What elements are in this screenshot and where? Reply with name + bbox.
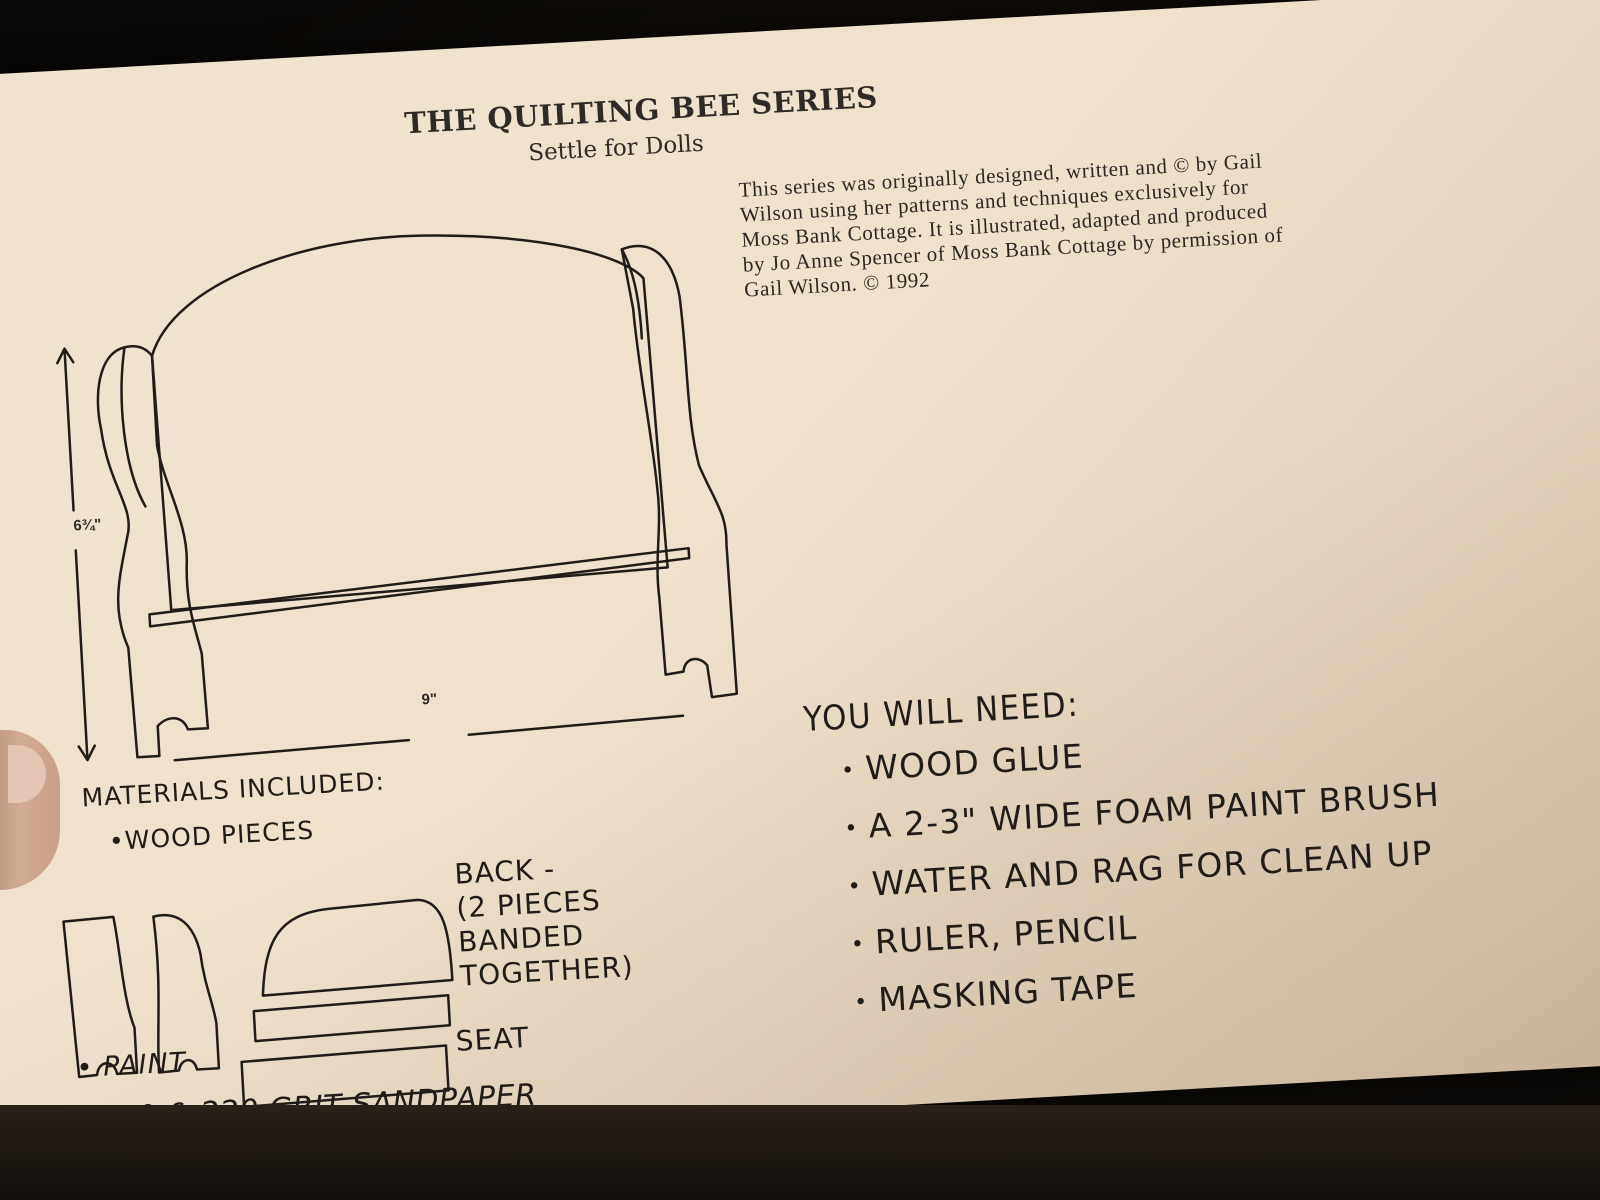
- you-will-need-list: WOOD GLUE A 2-3" WIDE FOAM PAINT BRUSH W…: [840, 717, 1452, 1040]
- back-piece-label: BACK - (2 PIECES BANDED TOGETHER): [454, 848, 635, 993]
- paint-item: • PAINT: [75, 1047, 187, 1085]
- wood-piece-band: [252, 994, 452, 1043]
- settle-seat: [148, 546, 691, 628]
- settle-diagram: [56, 234, 739, 1109]
- seat-piece-label: SEAT: [454, 1020, 531, 1058]
- wood-piece-back: [261, 898, 454, 997]
- settle-back-outline: [150, 234, 669, 612]
- pattern-sheet: THE QUILTING BEE SERIES Settle for Dolls…: [0, 0, 1600, 1156]
- height-arrow: [56, 347, 96, 762]
- width-dimension-label: 9": [421, 690, 438, 709]
- height-dimension-label: 6¾": [72, 515, 102, 535]
- settle-right-side: [620, 244, 739, 699]
- width-line: [173, 714, 685, 762]
- wood-piece-side-2: [152, 914, 221, 1074]
- wood-piece-seat: [240, 1044, 450, 1109]
- dark-surface-below: [0, 1105, 1600, 1200]
- settle-left-side: [96, 345, 210, 759]
- wood-piece-side-1: [62, 915, 139, 1079]
